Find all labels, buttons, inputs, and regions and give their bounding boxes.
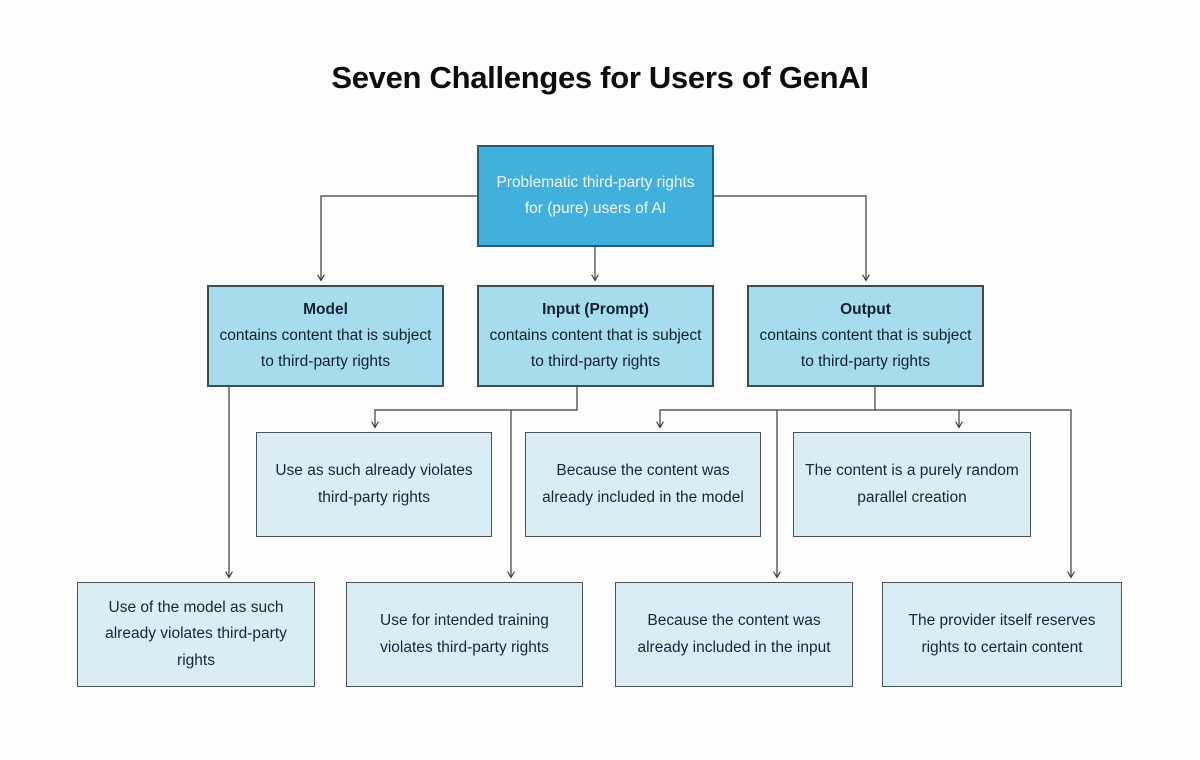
node-intended-training-violates: Use for intended training violates third… xyxy=(346,582,583,687)
node-input-prompt: Input (Prompt) contains content that is … xyxy=(477,285,714,387)
node-provider-reserves-rights: The provider itself reserves rights to c… xyxy=(882,582,1122,687)
node-text: Because the content was already included… xyxy=(542,462,744,506)
node-text: The provider itself reserves rights to c… xyxy=(908,612,1096,656)
node-text: Use of the model as such already violate… xyxy=(105,599,287,669)
node-content-in-input: Because the content was already included… xyxy=(615,582,853,687)
node-output: Output contains content that is subject … xyxy=(747,285,984,387)
connector-input-to-child1 xyxy=(371,387,578,429)
page-title: Seven Challenges for Users of GenAI xyxy=(331,60,869,95)
node-heading: Model xyxy=(303,300,348,318)
node-content-in-model: Because the content was already included… xyxy=(525,432,761,537)
connector-root-to-model xyxy=(317,195,477,282)
node-text: Use as such already violates third-party… xyxy=(275,462,473,506)
node-text: contains content that is subject to thir… xyxy=(759,326,972,371)
node-text: contains content that is subject to thir… xyxy=(489,326,702,371)
connector-output-to-child1 xyxy=(656,387,876,429)
node-root-problematic-rights: Problematic third-party rights for (pure… xyxy=(477,145,714,247)
node-model: Model contains content that is subject t… xyxy=(207,285,444,387)
node-heading: Input (Prompt) xyxy=(542,300,649,318)
node-text: contains content that is subject to thir… xyxy=(219,326,432,371)
node-use-as-such-violates: Use as such already violates third-party… xyxy=(256,432,492,537)
node-text: Problematic third-party rights for (pure… xyxy=(496,173,695,217)
node-heading: Output xyxy=(840,300,891,318)
node-text: Use for intended training violates third… xyxy=(380,612,549,656)
node-random-parallel-creation: The content is a purely random parallel … xyxy=(793,432,1031,537)
node-text: Because the content was already included… xyxy=(637,612,831,656)
node-text: The content is a purely random parallel … xyxy=(805,462,1019,506)
connector-root-to-output xyxy=(713,195,870,282)
node-use-of-model-violates: Use of the model as such already violate… xyxy=(77,582,315,687)
